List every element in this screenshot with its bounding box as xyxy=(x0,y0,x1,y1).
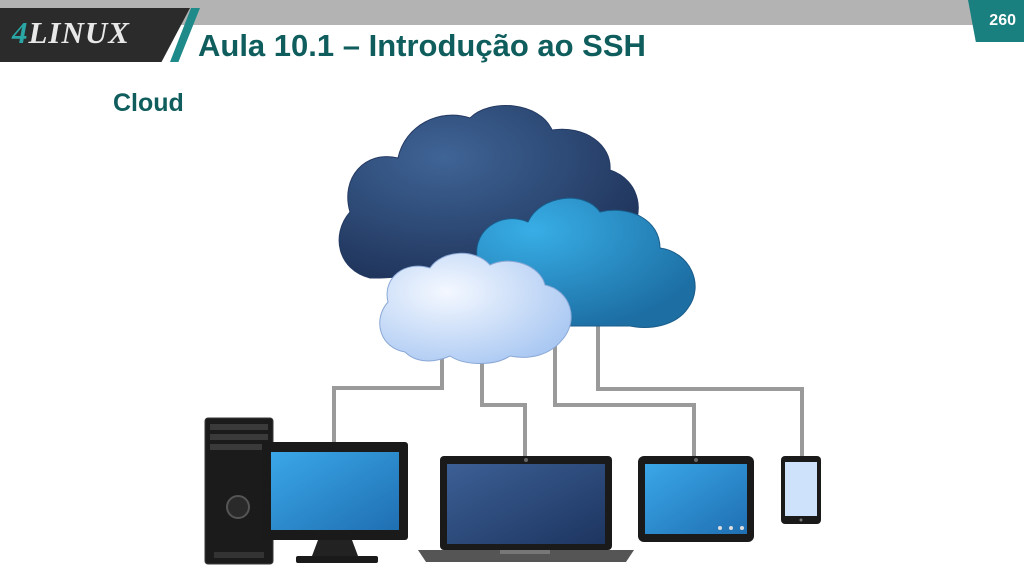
slide-title: Aula 10.1 – Introdução ao SSH xyxy=(198,28,646,63)
wire-phone xyxy=(596,325,804,458)
network-connections xyxy=(332,325,804,458)
brand-logo xyxy=(0,8,190,62)
logo-word: LINUX xyxy=(28,15,130,50)
wire-tablet xyxy=(553,340,696,458)
wire-laptop xyxy=(480,350,527,458)
laptop xyxy=(418,456,634,562)
tablet xyxy=(638,456,754,542)
logo-text: 4LINUX xyxy=(12,15,130,51)
logo-prefix: 4 xyxy=(12,15,29,50)
desktop-monitor xyxy=(262,442,408,563)
cloud-light xyxy=(379,252,572,364)
cloud-computing-illustration xyxy=(204,105,821,565)
wire-monitor xyxy=(332,350,444,442)
desktop-tower xyxy=(204,417,274,565)
page-number: 260 xyxy=(968,0,1024,42)
smartphone xyxy=(781,456,821,524)
slide-subtitle: Cloud xyxy=(113,89,184,117)
